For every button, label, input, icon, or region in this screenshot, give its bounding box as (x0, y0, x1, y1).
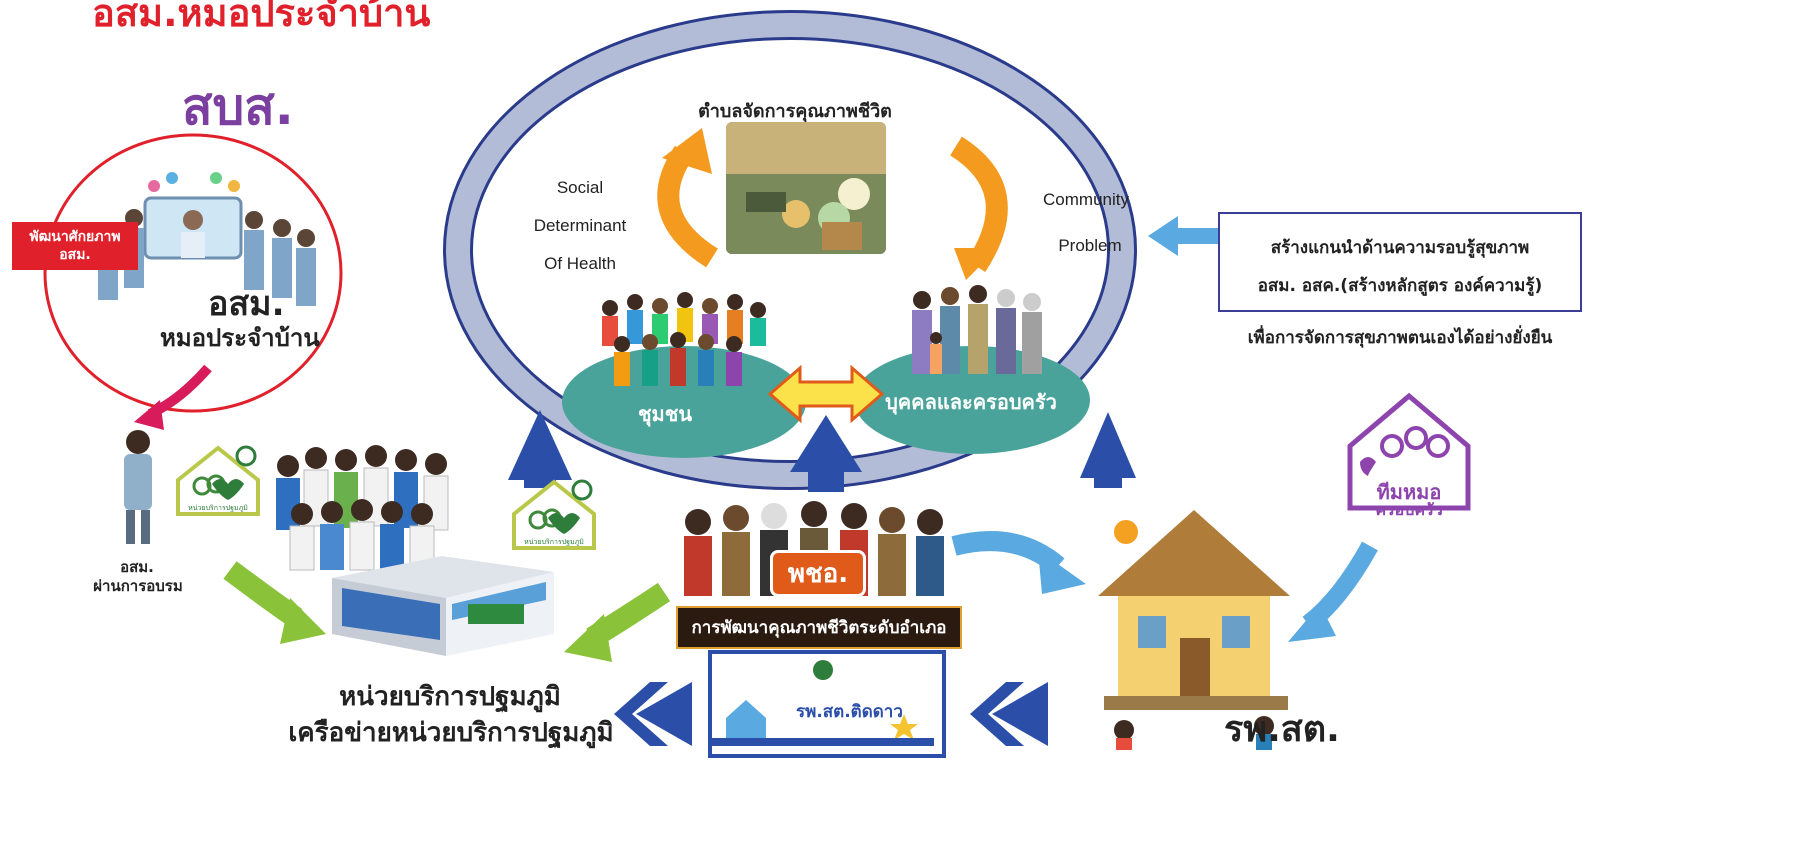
red-arrow (134, 364, 212, 430)
social-2: Determinant (533, 216, 627, 235)
pcu-label-1: หน่วยบริการปฐมภูมิ (339, 682, 561, 712)
family-team-logo (1347, 392, 1471, 511)
pcho-caption: การพัฒนาคุณภาพชีวิตระดับอำเภอ (676, 606, 962, 649)
family-illustration (912, 285, 1042, 374)
left-arrow-to-ring (1148, 216, 1228, 256)
up-arrow-center (790, 415, 862, 500)
vhv-title-1: อสม. (208, 284, 285, 324)
community-1: Community (1043, 190, 1129, 209)
chevron-arrow-left (614, 682, 692, 746)
leader-box: สร้างแกนนำด้านความรอบรู้สุขภาพ อสม. อสค.… (1218, 212, 1582, 312)
top-title: อสม.หมอประจำบ้าน (92, 0, 431, 35)
orange-arrow-left (657, 128, 719, 268)
community-crowd-illustration (602, 292, 766, 386)
up-arrow-right (1080, 412, 1136, 488)
light-blue-arrow (951, 531, 1086, 594)
pcu-logo-center: หน่วยบริการปฐมภูมิ (512, 479, 596, 550)
health-staff-group (276, 445, 449, 571)
star-hospital-card: รพ.สต.ติดดาว (708, 650, 946, 758)
chevron-arrow-right (970, 682, 1048, 746)
vhv-title-2: หมอประจำบ้าน (160, 324, 320, 352)
pcho-logo: พชอ. (770, 550, 866, 597)
sustain-text: เพื่อการจัดการสุขภาพตนเองได้อย่างยั่งยืน (1247, 328, 1553, 348)
trained-label-1: อสม. (120, 558, 154, 576)
double-arrow (767, 364, 885, 424)
tambon-photo (726, 122, 886, 254)
star-hospital-label: รพ.สต.ติดดาว (796, 702, 903, 722)
star-hospital-header (712, 654, 934, 746)
pcu-logo-center-text: หน่วยบริการปฐมภูมิ (524, 538, 584, 546)
community-label: ชุมชน (637, 402, 692, 426)
green-arrow-left (223, 561, 326, 644)
community-2: Problem (1058, 236, 1122, 255)
light-blue-arrow-right (1288, 541, 1378, 642)
rpsst-label: รพ.สต. (1224, 709, 1340, 750)
trained-label-2: ผ่านการอบรม (93, 577, 183, 595)
up-arrow-left (508, 410, 572, 488)
pcu-logo-left-text: หน่วยบริการปฐมภูมิ (188, 504, 248, 512)
green-arrow-right (564, 582, 671, 662)
health-station-illustration (1098, 510, 1290, 750)
develop-badge: พัฒนาศักยภาพ อสม. (12, 222, 138, 270)
pcu-building-illustration (332, 556, 554, 656)
social-1: Social (556, 178, 604, 197)
social-3: Of Health (544, 254, 616, 273)
leader-line-1: สร้างแกนนำด้านความรอบรู้สุขภาพ (1270, 238, 1530, 258)
family-label: บุคคลและครอบครัว (885, 390, 1057, 414)
tambon-caption: ตำบลจัดการคุณภาพชีวิต (698, 101, 892, 122)
org-label: สบส. (182, 78, 294, 136)
orange-arrow-right (949, 136, 1008, 280)
leader-line-2: อสม. อสค.(สร้างหลักสูตร องค์ความรู้) (1257, 276, 1543, 296)
trained-vhv-figure (124, 430, 152, 544)
family-team-2: ครอบครัว (1375, 500, 1443, 519)
vhv-circle (43, 133, 343, 413)
family-team-1: ทีมหมอ (1376, 480, 1442, 504)
pcu-label-2: เครือข่ายหน่วยบริการปฐมภูมิ (288, 718, 614, 748)
pcu-logo-left: หน่วยบริการปฐมภูมิ (176, 445, 260, 516)
